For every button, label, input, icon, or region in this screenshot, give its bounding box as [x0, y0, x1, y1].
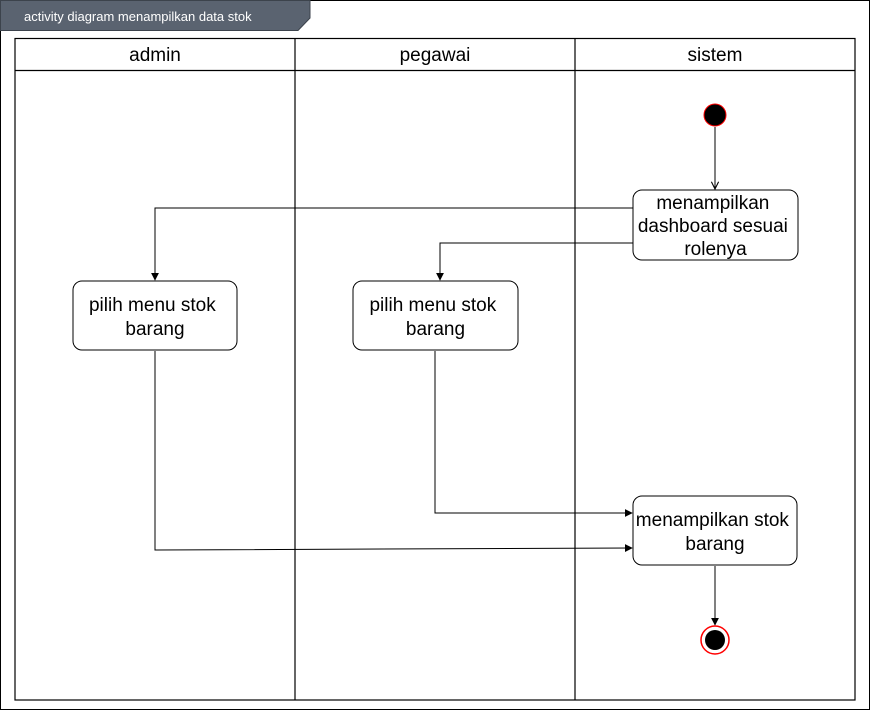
edge-pegawai-to-show-stock	[434, 351, 633, 517]
action-admin-pick-stock-menu-label: pilih menu stok barang	[89, 295, 221, 340]
edge-admin-to-show-stock	[154, 351, 633, 553]
lane-header-sistem: sistem	[688, 45, 743, 66]
frame-title: activity diagram menampilkan data stok	[24, 9, 252, 24]
edge-dashboard-to-pegawai	[436, 242, 633, 281]
action-admin-pick-stock-menu: pilih menu stok barang	[72, 280, 238, 351]
action-show-stock: menampilkan stok barang	[632, 495, 798, 566]
lane-header-pegawai: pegawai	[400, 45, 471, 66]
start-node	[703, 103, 727, 127]
edge-dashboard-to-admin	[151, 207, 633, 281]
frame-title-tab: activity diagram menampilkan data stok	[0, 0, 311, 31]
action-show-stock-label: menampilkan stok barang	[636, 510, 794, 555]
action-show-dashboard-label: menampilkan dashboard sesuai rolenya	[638, 193, 793, 260]
lane-header-admin: admin	[129, 45, 181, 66]
action-pegawai-pick-stock-menu-label: pilih menu stok barang	[369, 295, 501, 340]
swimlane-pool	[14, 37, 856, 701]
action-show-dashboard: menampilkan dashboard sesuai rolenya	[632, 189, 799, 261]
action-pegawai-pick-stock-menu: pilih menu stok barang	[352, 280, 519, 351]
end-node	[700, 625, 730, 655]
